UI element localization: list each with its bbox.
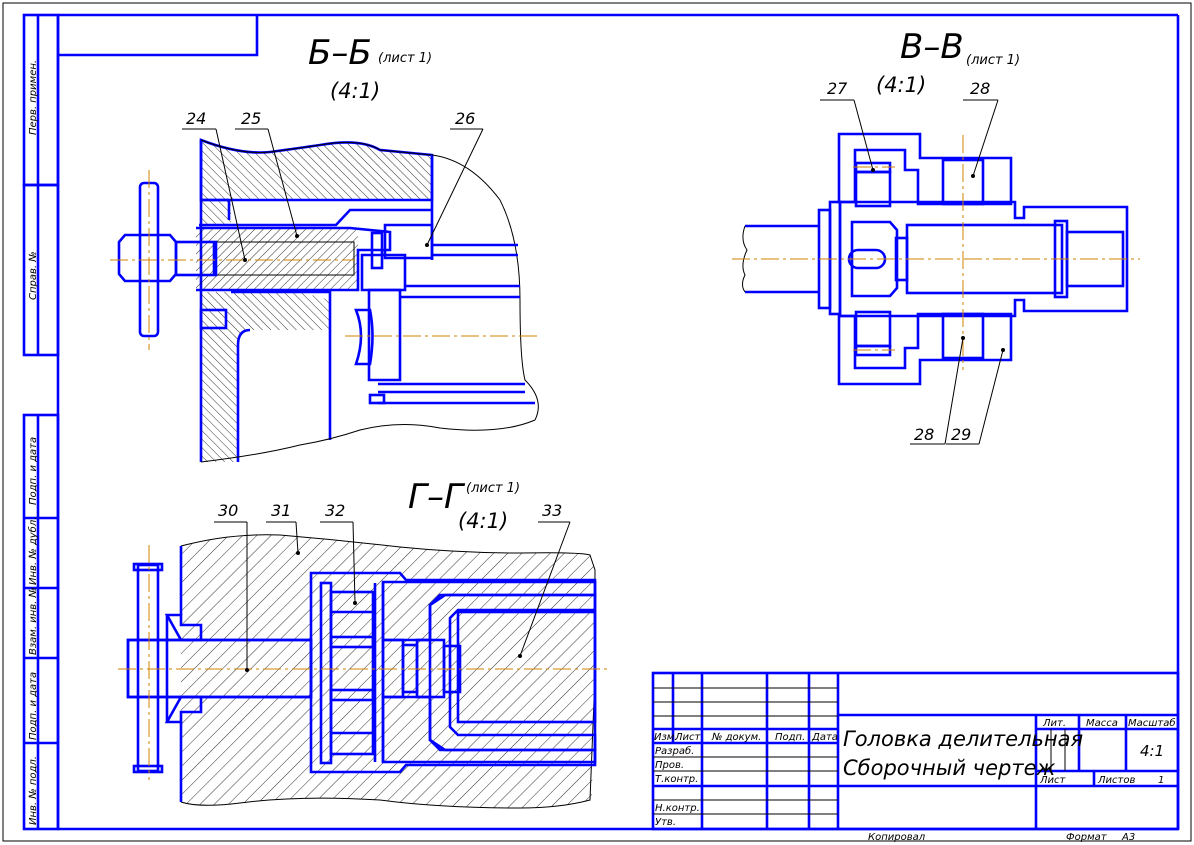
tb-header-podp: Подп.: [775, 732, 805, 743]
sheets-label: Листов: [1097, 775, 1135, 786]
title-block: Изм. Лист № докум. Подп. Дата Разраб. Пр…: [651, 671, 1180, 843]
side-label-inv-podl: Инв. № подл.: [28, 756, 39, 825]
callout-25: 25: [235, 109, 299, 238]
callout-28-top: 28: [963, 79, 999, 178]
callout-33: 33: [518, 501, 571, 658]
tb-header-dokum: № докум.: [711, 732, 761, 743]
section-v-v-scale: (4:1): [876, 73, 926, 97]
svg-text:29: 29: [951, 425, 971, 444]
tb-header-data: Дата: [811, 732, 838, 743]
callout-31: 31: [266, 501, 300, 555]
side-label-perv-primen: Перв. примен.: [28, 60, 39, 135]
drawing-title-line1: Головка делительная: [843, 727, 1083, 751]
callout-24: 24: [182, 109, 247, 262]
side-stamp: Перв. примен. Справ. № Подп. и дата Инв.…: [22, 13, 60, 831]
drawing-title-line2: Сборочный чертеж: [843, 756, 1055, 780]
section-b-b: Б–Б (лист 1) (4:1): [110, 33, 539, 463]
tb-header-list: Лист: [674, 732, 702, 743]
tb-row-nkontr: Н.контр.: [655, 803, 700, 814]
scale-value: 4:1: [1140, 742, 1164, 760]
side-label-inv-dubl: Инв. № дубл.: [27, 517, 39, 585]
callout-27: 27: [820, 79, 875, 172]
svg-text:33: 33: [542, 501, 562, 520]
tb-row-utv: Утв.: [655, 817, 676, 828]
lit-label: Лит.: [1042, 718, 1066, 729]
copied-label: Копировал: [868, 832, 926, 843]
svg-text:31: 31: [271, 501, 291, 520]
svg-text:32: 32: [325, 501, 345, 520]
tb-row-tkontr: Т.контр.: [655, 774, 698, 785]
section-v-v: В–В (лист 1) (4:1): [732, 27, 1140, 445]
callout-28-bottom: 28: [910, 336, 965, 445]
side-label-sprav-no: Справ. №: [28, 251, 39, 300]
tb-row-prov: Пров.: [655, 760, 684, 771]
side-label-podp-data-1: Подп. и дата: [28, 437, 39, 505]
section-b-b-scale: (4:1): [330, 79, 380, 103]
tb-header-izm: Изм.: [654, 732, 678, 743]
tb-row-razrab: Разраб.: [655, 745, 694, 757]
section-b-b-sheet-ref: (лист 1): [378, 51, 432, 66]
format-value: А3: [1121, 832, 1135, 843]
sheets-count: 1: [1158, 775, 1164, 786]
svg-text:28: 28: [970, 79, 990, 98]
sheet-label: Лист: [1039, 775, 1067, 786]
svg-text:30: 30: [218, 501, 238, 520]
svg-text:26: 26: [455, 109, 475, 128]
callout-29: 29: [946, 348, 1005, 445]
section-b-b-title: Б–Б: [308, 33, 372, 73]
section-v-v-title: В–В: [900, 27, 964, 67]
svg-text:24: 24: [186, 109, 206, 128]
section-g-g-sheet-ref: (лист 1): [466, 481, 520, 496]
callout-26: 26: [425, 109, 484, 247]
callout-32: 32: [320, 501, 357, 605]
scale-label: Масштаб: [1128, 717, 1176, 729]
side-label-vzam-inv: Взам. инв. №: [28, 587, 39, 655]
format-label: Формат: [1066, 832, 1108, 843]
callout-30: 30: [214, 501, 249, 672]
section-g-g: Г–Г (лист 1) (4:1): [118, 477, 608, 809]
side-label-podp-data-2: Подп. и дата: [28, 672, 39, 740]
svg-text:28: 28: [914, 425, 934, 444]
section-g-g-scale: (4:1): [458, 509, 508, 533]
svg-text:25: 25: [241, 109, 261, 128]
section-g-g-title: Г–Г: [408, 477, 466, 517]
mass-label: Масса: [1086, 718, 1118, 729]
section-v-v-sheet-ref: (лист 1): [966, 53, 1020, 68]
svg-text:27: 27: [827, 79, 848, 98]
